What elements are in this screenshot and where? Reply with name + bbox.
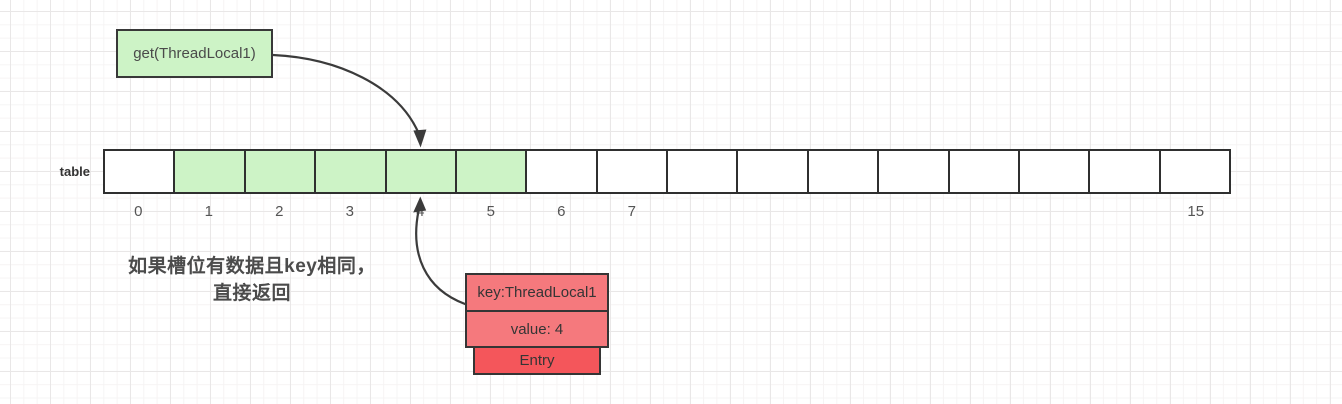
slot-index-1: 1 xyxy=(204,203,213,220)
arrow-entry-to-slot4 xyxy=(415,209,467,306)
table-slot-13 xyxy=(1017,151,1089,192)
table-slot-11 xyxy=(877,151,948,192)
table-slot-12 xyxy=(947,151,1018,192)
slot-index-5: 5 xyxy=(486,203,495,220)
note-text: 如果槽位有数据且key相同， 直接返回 xyxy=(118,253,386,307)
table-slot-0 xyxy=(105,151,174,192)
slot-index-6: 6 xyxy=(557,203,566,220)
slot-index-4: 4 xyxy=(416,203,425,220)
table-label: table xyxy=(59,164,90,179)
table-slot-9 xyxy=(736,151,807,192)
table-slot-2 xyxy=(243,151,315,192)
slot-index-0: 0 xyxy=(134,203,143,220)
table-slot-1 xyxy=(173,151,244,192)
table-slot-10 xyxy=(806,151,878,192)
arrow-get-to-slot4 xyxy=(271,53,420,135)
slot-index-2: 2 xyxy=(275,203,284,220)
table-slot-8 xyxy=(666,151,737,192)
table-slot-6 xyxy=(525,151,596,192)
table-slot-5 xyxy=(454,151,526,192)
table-slot-4 xyxy=(384,151,455,192)
arrowhead-down-icon xyxy=(413,129,427,148)
slot-index-7: 7 xyxy=(627,203,636,220)
slot-index-3: 3 xyxy=(345,203,354,220)
table-slot-7 xyxy=(595,151,666,192)
note-line2: 直接返回 xyxy=(212,283,291,304)
slot-table xyxy=(103,149,1231,194)
table-slot-15 xyxy=(1158,151,1229,192)
slot-index-15: 15 xyxy=(1187,203,1205,220)
entry-node: key:ThreadLocal1 value: 4 Entry xyxy=(465,273,609,375)
note-line1: 如果槽位有数据且key相同， xyxy=(128,256,376,277)
entry-type-box: Entry xyxy=(473,346,601,375)
get-call-box: get(ThreadLocal1) xyxy=(116,29,273,78)
entry-value-box: value: 4 xyxy=(465,310,609,348)
table-slot-14 xyxy=(1088,151,1159,192)
entry-key-box: key:ThreadLocal1 xyxy=(465,273,609,312)
table-slot-3 xyxy=(314,151,385,192)
